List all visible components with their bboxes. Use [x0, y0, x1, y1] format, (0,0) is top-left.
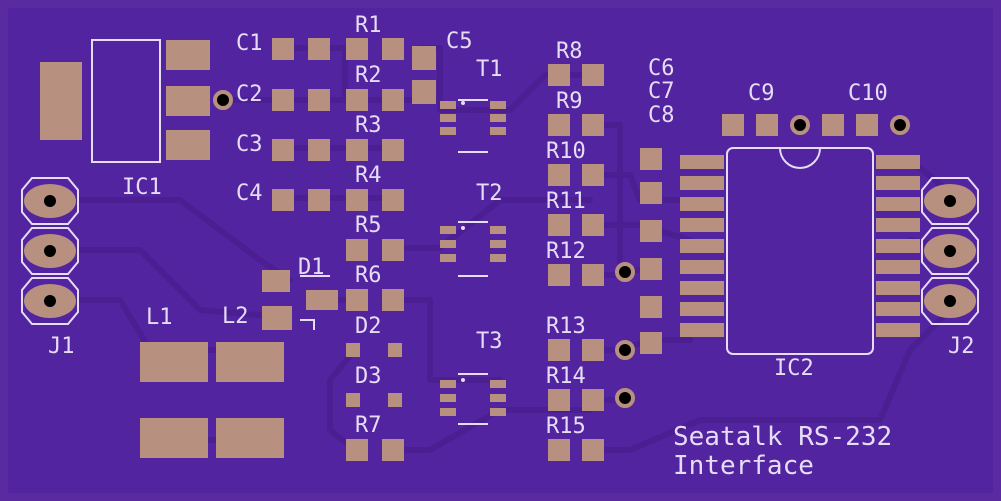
- label-t3: T3: [476, 329, 503, 354]
- label-t2: T2: [476, 181, 503, 206]
- resistors-r8-r15[interactable]: [548, 64, 604, 461]
- label-r7: R7: [355, 413, 382, 438]
- label-c4: C4: [236, 181, 263, 206]
- capacitors-c9-c10[interactable]: [722, 114, 878, 136]
- label-t1: T1: [476, 57, 503, 82]
- inductor-l2[interactable]: [262, 306, 315, 330]
- label-r5: R5: [355, 213, 382, 238]
- label-j1: J1: [48, 334, 75, 359]
- label-l1: L1: [146, 305, 173, 330]
- label-c6: C6: [648, 56, 675, 81]
- label-c5: C5: [446, 29, 473, 54]
- ic1-footprint[interactable]: [40, 39, 233, 163]
- label-r8: R8: [556, 39, 583, 64]
- label-c9: C9: [748, 81, 775, 106]
- label-c2: C2: [236, 82, 263, 107]
- label-c7: C7: [648, 79, 675, 104]
- diode-d1[interactable]: [262, 270, 338, 310]
- board-title-line1: Seatalk RS-232: [673, 422, 892, 452]
- label-r12: R12: [546, 239, 586, 264]
- label-d1: D1: [298, 255, 325, 280]
- label-r9: R9: [556, 89, 583, 114]
- label-r13: R13: [546, 314, 586, 339]
- label-r1: R1: [355, 13, 382, 38]
- ic2-footprint[interactable]: [680, 147, 920, 355]
- label-ic2: IC2: [774, 356, 814, 381]
- label-r11: R11: [546, 189, 586, 214]
- label-j2: J2: [948, 334, 975, 359]
- label-ic1: IC1: [122, 175, 162, 200]
- vias: [615, 115, 910, 408]
- transistor-t2[interactable]: [440, 221, 506, 277]
- label-c8: C8: [648, 103, 675, 128]
- capacitors-c6-c8[interactable]: [640, 148, 662, 354]
- label-r2: R2: [355, 63, 382, 88]
- label-r10: R10: [546, 139, 586, 164]
- capacitor-c5[interactable]: [412, 46, 436, 104]
- label-r14: R14: [546, 364, 586, 389]
- label-r15: R15: [546, 414, 586, 439]
- label-d2: D2: [355, 314, 382, 339]
- label-l2: L2: [222, 304, 249, 329]
- label-c10: C10: [848, 81, 888, 106]
- connector-j2[interactable]: [921, 177, 979, 325]
- transistor-t1[interactable]: [440, 99, 506, 153]
- label-r4: R4: [355, 163, 382, 188]
- diodes-d2-d3[interactable]: [346, 343, 402, 407]
- resistors-r1-r7[interactable]: [346, 38, 404, 461]
- transistor-t3[interactable]: [440, 373, 506, 425]
- label-c1: C1: [236, 31, 263, 56]
- label-r6: R6: [355, 263, 382, 288]
- connector-j1[interactable]: [21, 177, 79, 325]
- label-r3: R3: [355, 113, 382, 138]
- capacitors-c1-c4[interactable]: [272, 38, 330, 211]
- label-d3: D3: [355, 364, 382, 389]
- inductor-l1[interactable]: [140, 342, 284, 458]
- label-c3: C3: [236, 132, 263, 157]
- board-title-line2: Interface: [673, 451, 814, 481]
